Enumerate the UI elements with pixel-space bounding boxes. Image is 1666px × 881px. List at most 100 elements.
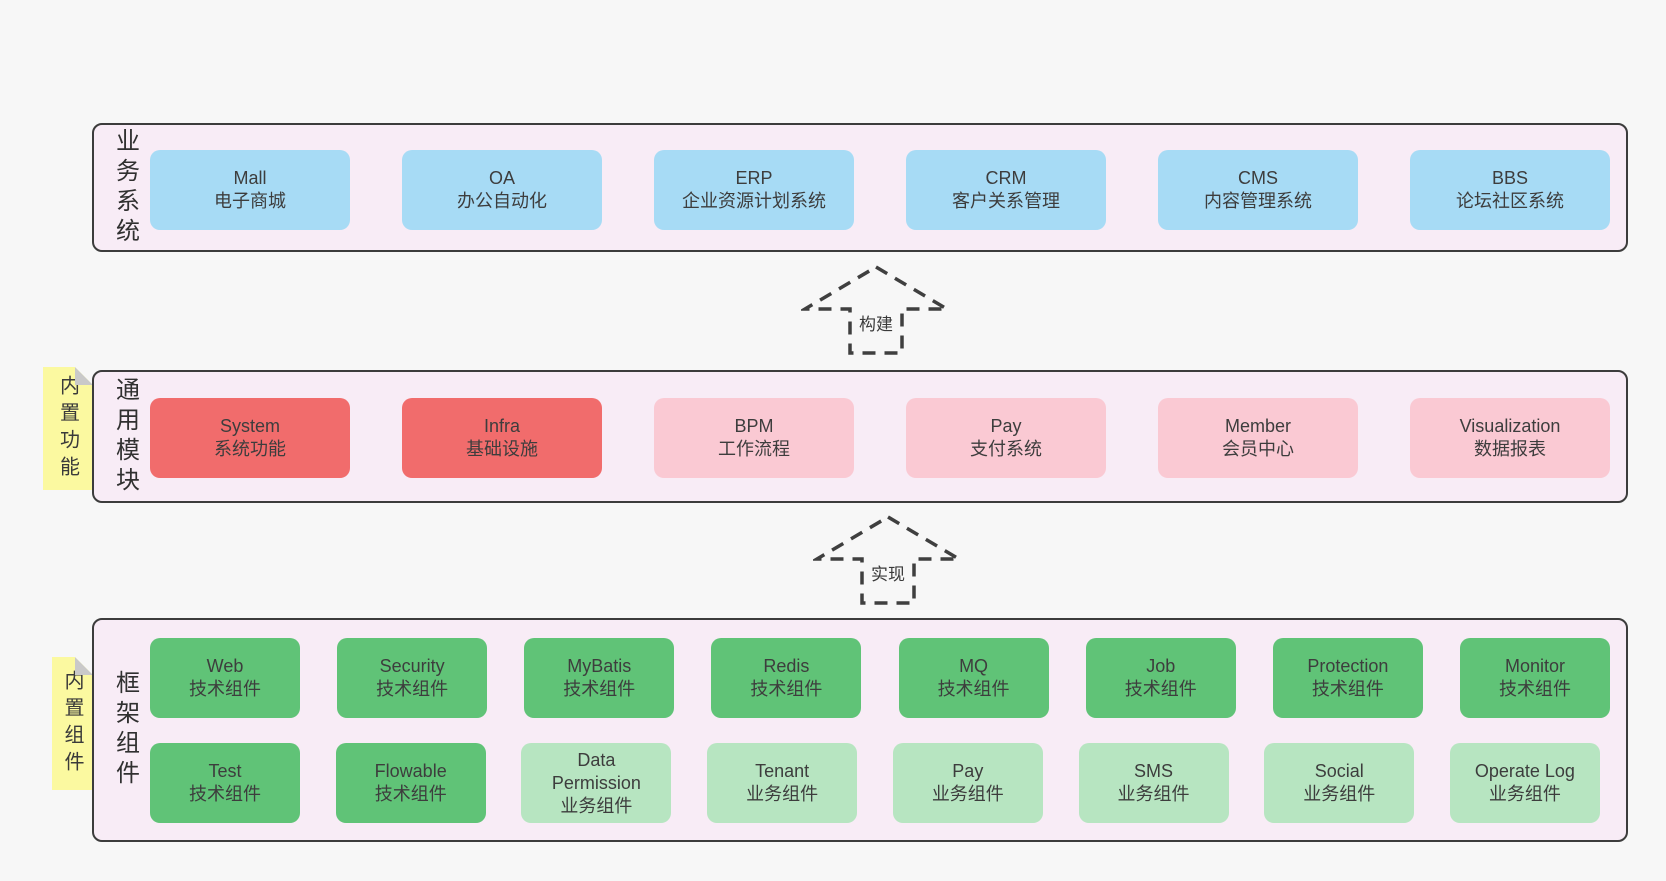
box-title: Protection: [1307, 656, 1389, 676]
sticky-note-label: 内置功能: [56, 374, 79, 483]
band-label: 框架组件: [111, 670, 139, 790]
box-tenant: Tenant 业务组件: [707, 743, 858, 823]
box-monitor: Monitor 技术组件: [1459, 638, 1610, 718]
components-box-row-2: Test 技术组件 Flowable 技术组件 Data Permission …: [150, 743, 1600, 823]
business-box-row: Mall 电子商城 OA 办公自动化 ERP 企业资源计划系统 CRM 客户关系…: [150, 150, 1610, 230]
band-label: 通用模块: [111, 376, 139, 497]
box-subtitle: 技术组件: [563, 679, 636, 699]
box-subtitle: 业务组件: [746, 784, 819, 804]
box-protection: Protection 技术组件: [1272, 638, 1423, 718]
box-subtitle: 技术组件: [189, 679, 261, 699]
box-title: Pay: [990, 416, 1022, 436]
box-test: Test 技术组件: [150, 743, 300, 823]
box-job: Job 技术组件: [1085, 638, 1236, 718]
box-title: Pay: [952, 761, 984, 781]
box-data-permission: Data Permission 业务组件: [521, 743, 672, 823]
box-title: Web: [206, 656, 244, 676]
box-operate-log: Operate Log 业务组件: [1449, 743, 1600, 823]
box-oa: OA 办公自动化: [402, 150, 602, 230]
arrow-label: 实现: [867, 559, 909, 586]
box-subtitle: 技术组件: [1498, 679, 1571, 699]
arrow-label: 构建: [855, 309, 897, 336]
box-title: Tenant: [755, 761, 810, 781]
box-title: Mall: [233, 168, 267, 188]
box-web: Web 技术组件: [150, 638, 300, 718]
box-title: Infra: [483, 416, 521, 436]
box-title: MQ: [959, 656, 989, 676]
components-box-row-1: Web 技术组件 Security 技术组件 MyBatis 技术组件 Redi…: [150, 638, 1610, 718]
box-subtitle: 技术组件: [189, 784, 261, 804]
box-system: System 系统功能: [150, 398, 350, 478]
box-title: Flowable: [374, 761, 447, 781]
box-title: Redis: [763, 656, 810, 676]
box-title: OA: [488, 168, 515, 188]
box-member: Member 会员中心: [1158, 398, 1358, 478]
modules-box-row: System 系统功能 Infra 基础设施 BPM 工作流程 Pay 支付系统…: [150, 398, 1610, 478]
box-erp: ERP 企业资源计划系统: [654, 150, 854, 230]
box-title: Monitor: [1504, 656, 1565, 676]
box-title: System: [219, 416, 280, 436]
box-title: Job: [1146, 656, 1176, 676]
sticky-note-builtin-functions: 内置功能: [43, 367, 93, 490]
box-subtitle: 论坛社区系统: [1456, 191, 1564, 211]
box-bbs: BBS 论坛社区系统: [1410, 150, 1610, 230]
box-sms: SMS 业务组件: [1078, 743, 1229, 823]
box-flowable: Flowable 技术组件: [335, 743, 486, 823]
box-subtitle: 系统功能: [214, 439, 286, 459]
box-mall: Mall 电子商城: [150, 150, 350, 230]
box-title: CMS: [1238, 168, 1278, 188]
box-title: Test: [208, 761, 242, 781]
box-visualization: Visualization 数据报表: [1410, 398, 1610, 478]
box-redis: Redis 技术组件: [711, 638, 862, 718]
arrow-implement: 实现: [813, 514, 963, 606]
folded-corner-icon: [75, 367, 93, 385]
box-pay-system: Pay 支付系统: [906, 398, 1106, 478]
box-subtitle: 技术组件: [376, 679, 449, 699]
box-subtitle: 技术组件: [937, 679, 1010, 699]
box-title: Operate Log: [1474, 761, 1575, 781]
box-cms: CMS 内容管理系统: [1158, 150, 1358, 230]
band-framework-components: 框架组件 Web 技术组件 Security 技术组件 MyBatis 技术组件…: [92, 618, 1628, 842]
box-subtitle: 业务组件: [560, 795, 633, 816]
box-title: Social: [1314, 761, 1364, 781]
box-title: ERP: [735, 168, 773, 188]
band-business-systems: 业务系统 Mall 电子商城 OA 办公自动化 ERP 企业资源计划系统 CRM…: [92, 123, 1628, 252]
box-security: Security 技术组件: [337, 638, 488, 718]
box-subtitle: 工作流程: [718, 439, 790, 459]
box-title: Visualization: [1459, 416, 1561, 436]
box-crm: CRM 客户关系管理: [906, 150, 1106, 230]
box-subtitle: 会员中心: [1222, 439, 1294, 459]
box-subtitle: 业务组件: [1303, 784, 1376, 804]
box-mybatis: MyBatis 技术组件: [524, 638, 675, 718]
dashed-up-arrow-icon: [801, 264, 951, 355]
box-subtitle: 技术组件: [1124, 679, 1197, 699]
box-subtitle: 客户关系管理: [952, 191, 1060, 211]
box-subtitle: 支付系统: [970, 439, 1042, 459]
box-title: Security: [379, 656, 445, 676]
box-subtitle: 技术组件: [750, 679, 823, 699]
box-subtitle: 业务组件: [1488, 784, 1561, 804]
box-subtitle: 数据报表: [1474, 439, 1546, 459]
box-subtitle: 业务组件: [931, 784, 1004, 804]
arrow-build: 构建: [801, 264, 951, 356]
box-subtitle: 技术组件: [1311, 679, 1384, 699]
box-subtitle: 内容管理系统: [1204, 191, 1312, 211]
box-subtitle: 电子商城: [214, 191, 286, 211]
box-title: SMS: [1134, 761, 1174, 781]
box-title: Member: [1224, 416, 1291, 436]
box-subtitle: 企业资源计划系统: [682, 191, 826, 211]
box-subtitle: 基础设施: [466, 439, 538, 459]
band-common-modules: 通用模块 System 系统功能 Infra 基础设施 BPM 工作流程 Pay…: [92, 370, 1628, 503]
folded-corner-icon: [75, 657, 93, 675]
box-bpm: BPM 工作流程: [654, 398, 854, 478]
sticky-note-builtin-components: 内置组件: [52, 657, 93, 790]
box-title: BPM: [734, 416, 774, 436]
band-label: 业务系统: [111, 127, 139, 248]
box-infra: Infra 基础设施: [402, 398, 602, 478]
sticky-note-label: 内置组件: [61, 669, 83, 778]
box-title: Data Permission: [551, 749, 641, 793]
box-subtitle: 办公自动化: [457, 191, 547, 211]
box-pay-component: Pay 业务组件: [892, 743, 1043, 823]
box-title: BBS: [1491, 168, 1529, 188]
box-social: Social 业务组件: [1264, 743, 1415, 823]
